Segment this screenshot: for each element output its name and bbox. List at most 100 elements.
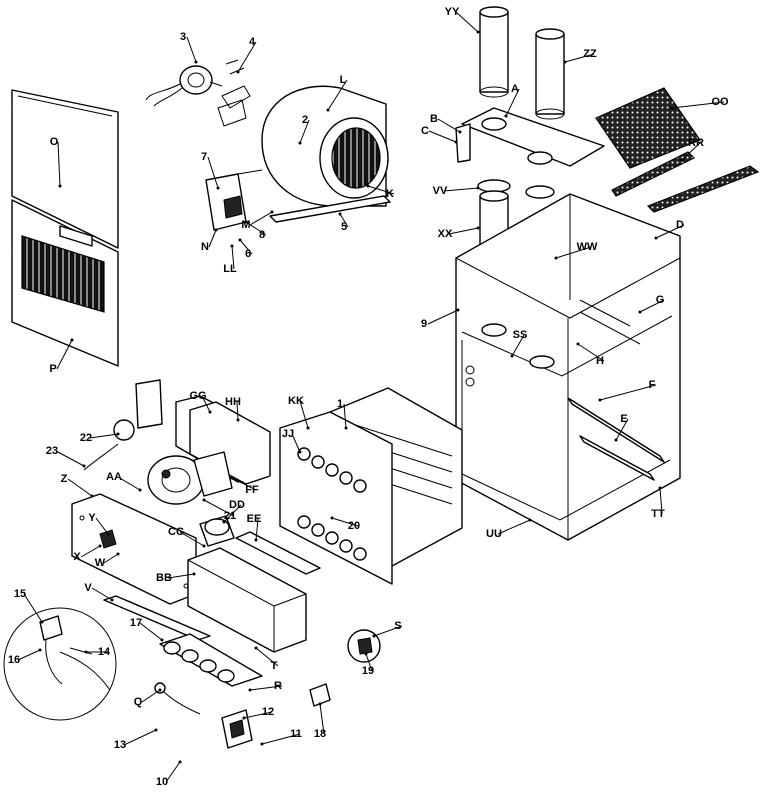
flame-sensor [309,683,331,707]
callout-label-c-H: H [596,355,604,367]
leader-line-c-1 [343,403,347,429]
gas-pipe [155,739,264,773]
flue-pipe-zz [535,28,565,120]
callout-label-c-6: 6 [245,248,251,260]
leader-arrowhead-c-Z [90,494,94,498]
leader-line-c-16 [17,649,41,661]
leader-arrowhead-c-VV [476,186,480,190]
leader-line-c-HH [236,401,239,421]
leader-arrowhead-c-OO [670,106,674,110]
leader-line-c-ZZ [564,53,595,63]
callout-label-c-Y: Y [88,512,96,524]
callout-label-c-VV: VV [433,185,448,197]
upper-door-panel [11,89,119,249]
flue-pipe-yy [479,6,509,98]
furnace-cabinet [455,193,681,541]
leader-arrowhead-c-12 [242,716,246,720]
callout-label-c-5: 5 [341,221,347,233]
callout-label-c-13: 13 [114,739,126,751]
leader-arrowhead-c-B [458,130,462,134]
callout-label-c-Q: Q [134,696,143,708]
callout-label-c-X: X [73,551,81,563]
blower-housing [261,85,391,223]
blower-control-box [205,169,263,231]
leader-line-c-D [655,224,685,239]
leader-line-c-T [255,647,279,667]
callout-label-c-18: 18 [314,728,326,740]
callout-label-c-R: R [274,680,282,692]
callout-label-c-WW: WW [577,241,598,253]
leader-arrowhead-c-15 [40,620,44,624]
blower-mount-rail [269,195,391,223]
leader-line-c-EE [255,518,259,541]
leader-arrowhead-c-YY [476,30,480,34]
callout-label-c-KK: KK [288,395,304,407]
callout-label-c-BB: BB [156,572,172,584]
leader-line-c-13 [123,729,157,746]
callout-label-c-S: S [394,620,401,632]
leader-line-c-V [91,587,113,601]
leader-line-c-X [80,545,101,558]
callout-label-c-W: W [95,557,106,569]
callout-label-c-23: 23 [46,445,58,457]
callout-label-c-17: 17 [130,617,142,629]
callout-label-c-TT: TT [651,508,665,520]
leader-arrowhead-c-AA [138,488,142,492]
leader-arrowhead-c-SS [510,354,514,358]
leader-line-c-C [428,130,457,143]
leader-line-c-6 [239,239,253,255]
leader-line-c-BB [167,573,195,579]
leader-line-c-20 [331,517,359,527]
callout-label-c-1: 1 [337,398,343,410]
pressure-switch [83,379,163,471]
leader-arrowhead-c-XX [476,226,480,230]
leader-line-c-F [599,384,657,401]
sight-glass-assembly [99,529,117,549]
callout-label-c-F: F [649,379,656,391]
leader-arrowhead-c-F [598,398,602,402]
burner-box [187,515,321,653]
leader-arrowhead-c-E [614,438,618,442]
leader-arrowhead-c-JJ [298,450,302,454]
callout-label-c-2: 2 [302,114,308,126]
leader-line-c-L [327,79,348,111]
leader-line-c-O [57,141,61,187]
leader-line-c-18 [319,703,325,735]
leader-arrowhead-c-CC [202,544,206,548]
leader-line-c-2 [299,119,310,144]
leader-arrowhead-c-13 [154,728,158,732]
burner-plate [279,411,393,585]
callout-label-c-A: A [511,83,519,95]
callout-label-c-E: E [620,413,627,425]
leader-line-c-Y [95,517,109,535]
leader-arrowhead-c-EE [254,538,258,542]
callout-label-c-FF: FF [245,484,259,496]
blower-wheel [331,127,381,189]
leader-line-c-E [615,418,629,441]
baffle-rail-e [579,435,655,481]
callout-label-c-B: B [430,113,438,125]
leader-arrowhead-c-2 [298,141,302,145]
leader-arrowhead-c-A [504,114,508,118]
limit-switch-detail [347,629,381,663]
callout-label-c-11: 11 [290,728,302,740]
callout-label-c-L: L [340,74,347,86]
leader-arrowhead-c-6 [238,238,242,242]
leader-arrowhead-c-KK [306,426,310,430]
callout-label-c-DD: DD [229,499,245,511]
leader-arrowhead-c-22 [116,432,120,436]
leader-line-c-23 [55,450,85,467]
leader-arrowhead-c-23 [82,464,86,468]
leader-line-c-GG [201,395,211,413]
leader-arrowhead-c-C [454,140,458,144]
callout-label-c-XX: XX [438,228,453,240]
leader-arrowhead-c-S [372,634,376,638]
leader-line-c-UU [497,519,531,535]
leader-arrowhead-c-N [214,228,218,232]
leader-arrowhead-c-5 [338,212,342,216]
leader-arrowhead-c-DD [222,520,226,524]
leader-arrowhead-c-16 [38,648,42,652]
leader-line-c-3 [186,36,197,63]
